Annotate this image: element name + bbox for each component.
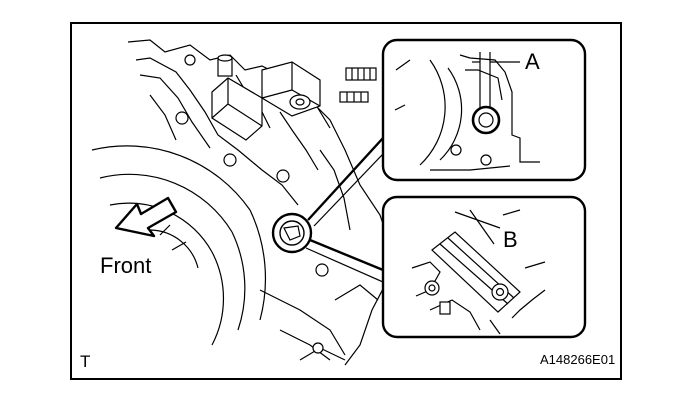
front-label: Front xyxy=(100,253,151,278)
inset-a xyxy=(381,38,587,182)
corner-mark: T xyxy=(80,352,90,371)
inset-b xyxy=(381,195,587,339)
callout-b: B xyxy=(503,227,518,252)
front-direction-arrow xyxy=(114,196,178,238)
figure-code: A148266E01 xyxy=(540,352,615,367)
callout-a: A xyxy=(525,49,540,74)
